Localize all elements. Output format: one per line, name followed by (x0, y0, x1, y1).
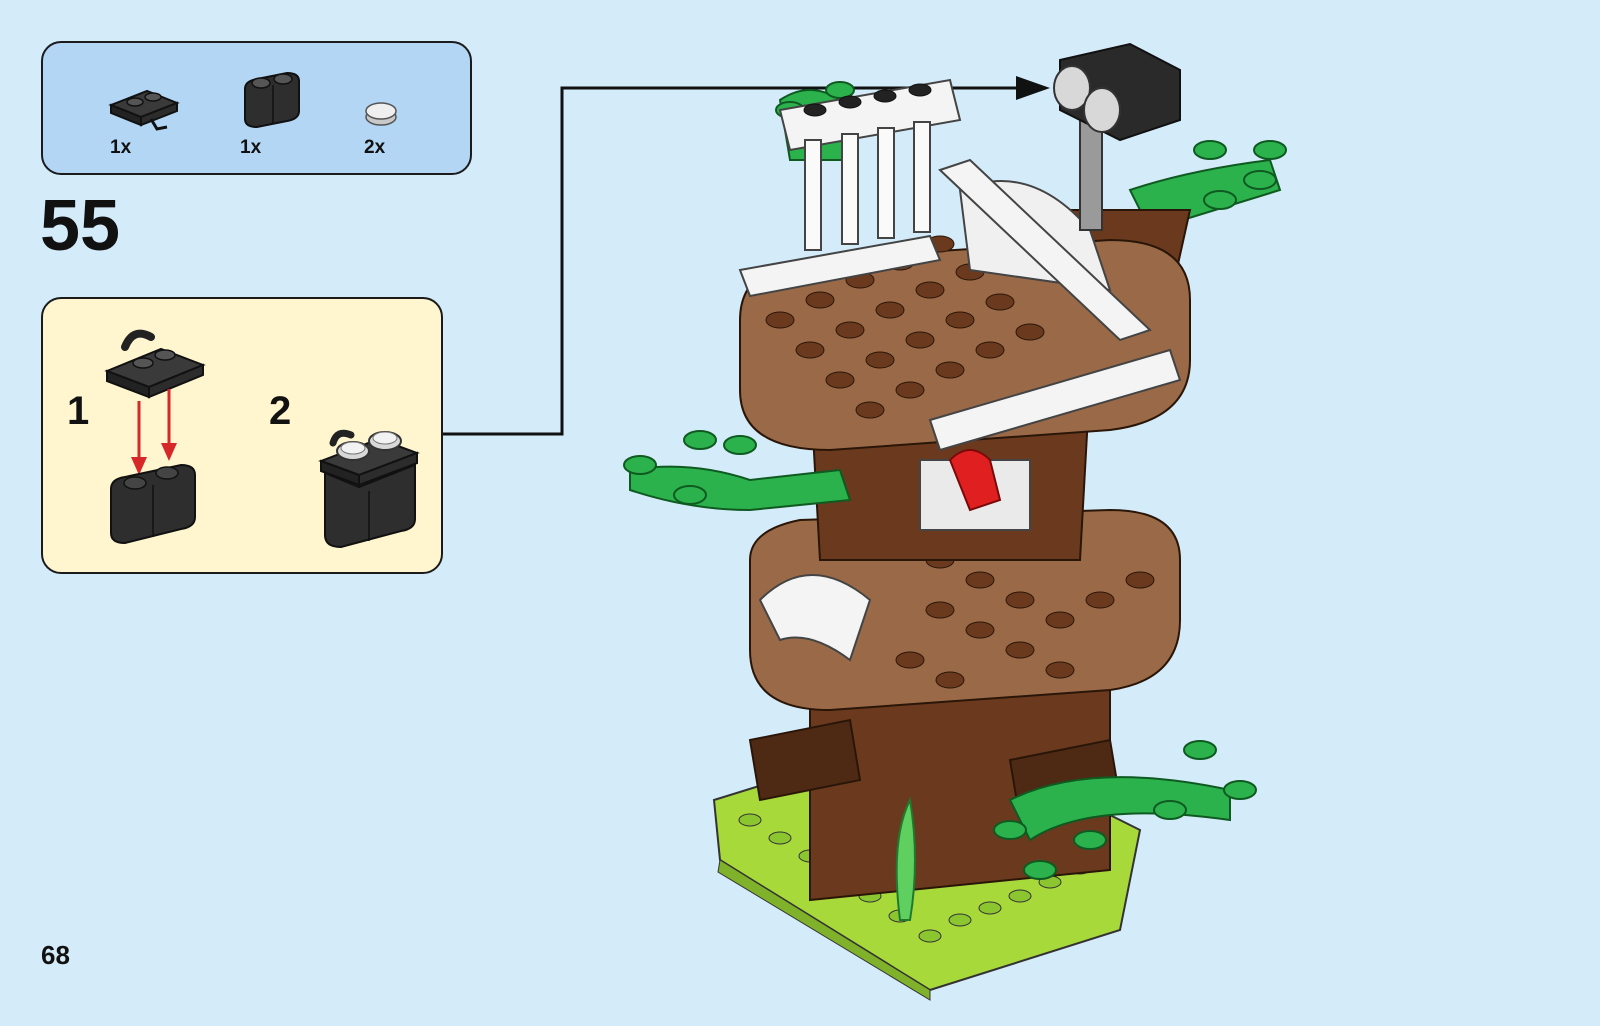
page-number: 68 (41, 940, 70, 971)
tree-house-model-illustration (610, 40, 1310, 1000)
